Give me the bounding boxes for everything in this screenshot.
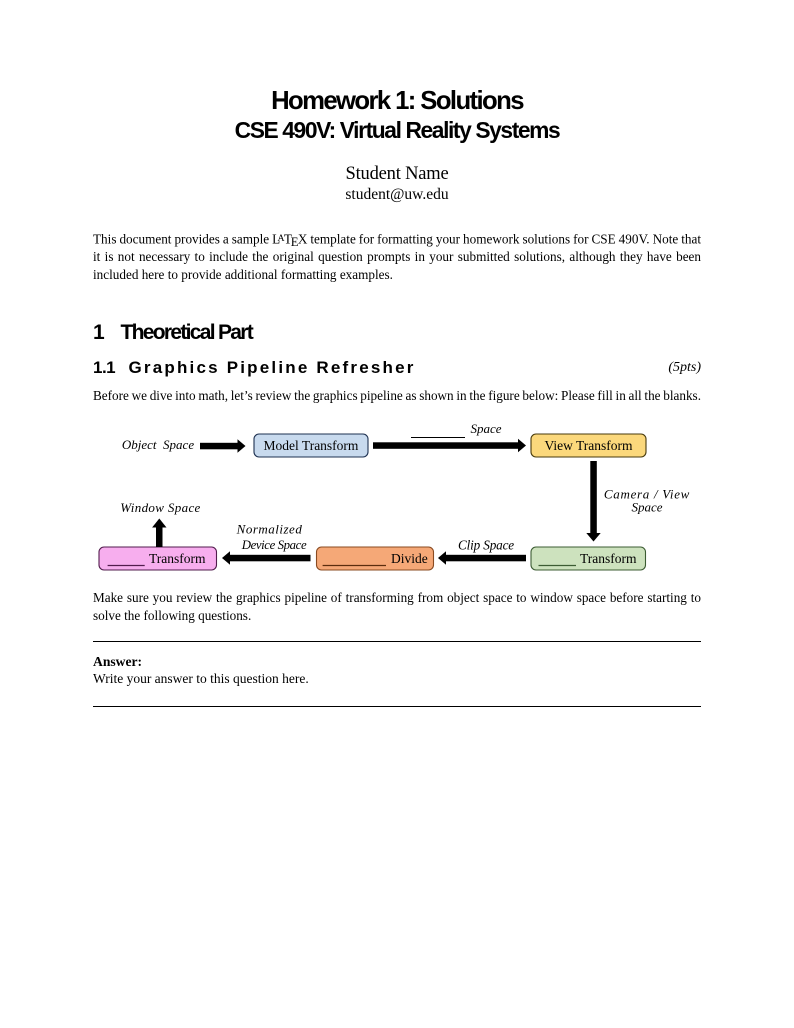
svg-text:Camera / View: Camera / View: [604, 487, 690, 502]
svg-text:Transform: Transform: [149, 551, 206, 566]
svg-text:Transform: Transform: [580, 551, 637, 566]
svg-text:Clip Space: Clip Space: [458, 538, 514, 553]
svg-text:Divide: Divide: [391, 551, 428, 566]
svg-text:Space: Space: [470, 421, 501, 436]
svg-text:Model Transform: Model Transform: [264, 438, 359, 453]
svg-text:Space: Space: [631, 500, 662, 515]
svg-text:Window Space: Window Space: [120, 500, 200, 515]
svg-text:Device Space: Device Space: [241, 538, 307, 552]
svg-text:Normalized: Normalized: [236, 522, 303, 537]
svg-text:Object Space: Object Space: [122, 437, 194, 452]
svg-text:View Transform: View Transform: [544, 438, 633, 453]
